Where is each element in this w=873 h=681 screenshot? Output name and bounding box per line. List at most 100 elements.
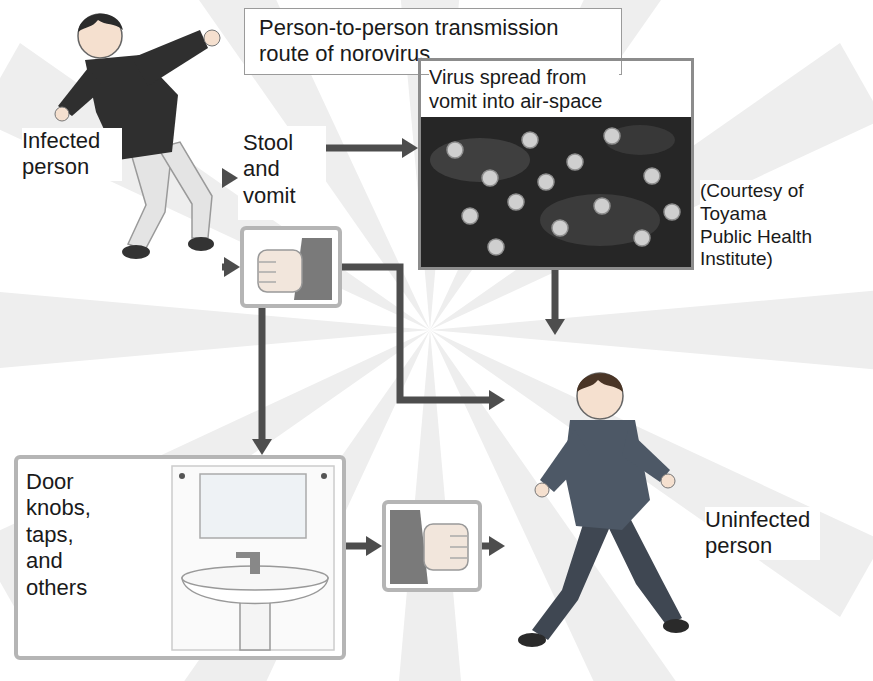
arrow-head xyxy=(402,138,418,158)
virus-particle xyxy=(567,154,583,170)
ray xyxy=(0,43,430,330)
virus-particle xyxy=(644,168,660,184)
arrow-head xyxy=(224,257,240,277)
virus-particle xyxy=(508,194,524,210)
hair xyxy=(577,373,623,392)
uninfected-person-figure xyxy=(518,373,689,647)
hair xyxy=(78,14,123,32)
arrow-head xyxy=(222,168,238,188)
person-label-area: Infected person xyxy=(10,70,222,305)
sink-picture xyxy=(16,457,344,658)
finger-line xyxy=(259,271,276,273)
shoe xyxy=(188,237,214,251)
arm xyxy=(540,430,590,492)
virus-particle xyxy=(594,198,610,214)
hand-ground xyxy=(384,502,480,590)
blotch xyxy=(605,125,675,155)
node-text: Door knobs, taps, and others xyxy=(26,469,111,601)
screw xyxy=(179,473,185,479)
leg xyxy=(128,148,172,250)
virus-particle xyxy=(482,170,498,186)
virus-particle xyxy=(664,204,680,220)
sink-ground xyxy=(16,457,344,658)
mirror xyxy=(200,474,306,538)
tap-spout xyxy=(236,552,260,558)
flow-arrow xyxy=(222,168,238,188)
hand-box xyxy=(382,500,482,592)
shoe xyxy=(663,619,689,633)
virus-particle xyxy=(538,174,554,190)
finger-line xyxy=(259,281,276,283)
person-label-area: Uninfected person xyxy=(505,335,835,670)
virus-micrograph xyxy=(421,61,691,267)
screw xyxy=(321,473,327,479)
virus-particles xyxy=(447,128,680,255)
palm xyxy=(424,524,468,570)
virus-particle xyxy=(634,230,650,246)
hand xyxy=(204,30,220,46)
arrow-line xyxy=(326,145,404,152)
blotch xyxy=(430,138,530,182)
virus-particle xyxy=(604,128,620,144)
head xyxy=(577,373,623,419)
virus-particle xyxy=(462,208,478,224)
palm xyxy=(258,250,302,292)
arrow-line xyxy=(346,543,368,550)
arrow-head xyxy=(489,536,505,556)
virus-box: Virus spread from vomit into air-space xyxy=(418,58,694,270)
leg xyxy=(158,142,212,238)
surface-box: Door knobs, taps, and others xyxy=(14,455,346,660)
flow-arrow xyxy=(545,270,565,335)
arrow-head xyxy=(252,439,272,455)
flow-arrow xyxy=(342,267,505,410)
node-text: Virus spread from vomit into air-space xyxy=(429,65,619,113)
arrow-head xyxy=(489,390,505,410)
virus-particle xyxy=(552,220,568,236)
flow-arrow xyxy=(326,138,418,158)
virus-particle xyxy=(488,239,504,255)
node-text: Stool and vomit xyxy=(243,130,318,209)
finger-line xyxy=(450,546,467,548)
wall-panel xyxy=(172,466,334,650)
arm xyxy=(132,30,208,86)
finger-line xyxy=(450,535,467,537)
finger-line xyxy=(259,261,276,263)
flow-arrow xyxy=(252,308,272,455)
source-box: Stool and vomit xyxy=(238,126,326,220)
ray xyxy=(430,286,873,374)
virus-particle xyxy=(447,142,463,158)
flow-arrow xyxy=(222,257,240,277)
virus-particle xyxy=(522,132,538,148)
hand xyxy=(661,474,675,488)
leg xyxy=(604,518,682,626)
hand-box xyxy=(240,226,342,308)
node-text: Uninfected person xyxy=(705,507,820,560)
arrow-head xyxy=(545,319,565,335)
arrow-head xyxy=(366,536,382,556)
finger-line xyxy=(450,557,467,559)
flow-arrow xyxy=(346,536,382,556)
arrow-line xyxy=(342,267,491,400)
ray xyxy=(0,330,430,617)
blotch xyxy=(540,194,660,246)
hand-picture xyxy=(242,228,340,306)
node-text: Infected person xyxy=(22,128,122,181)
virus-ground xyxy=(421,61,691,267)
micrograph xyxy=(421,117,691,267)
arm xyxy=(622,430,670,482)
hand-picture xyxy=(384,502,480,590)
arrow-line xyxy=(259,308,266,441)
sleeve xyxy=(390,510,428,584)
hand-ground xyxy=(242,228,340,306)
head xyxy=(78,14,122,58)
hand xyxy=(55,107,69,121)
shoe xyxy=(122,245,150,259)
shoe xyxy=(518,633,546,647)
arrow-line xyxy=(552,270,559,321)
leg xyxy=(532,518,612,640)
note-label: (Courtesy of Toyama Public Health Instit… xyxy=(700,180,822,271)
pedestal xyxy=(240,598,270,650)
flow-arrow xyxy=(482,536,505,556)
